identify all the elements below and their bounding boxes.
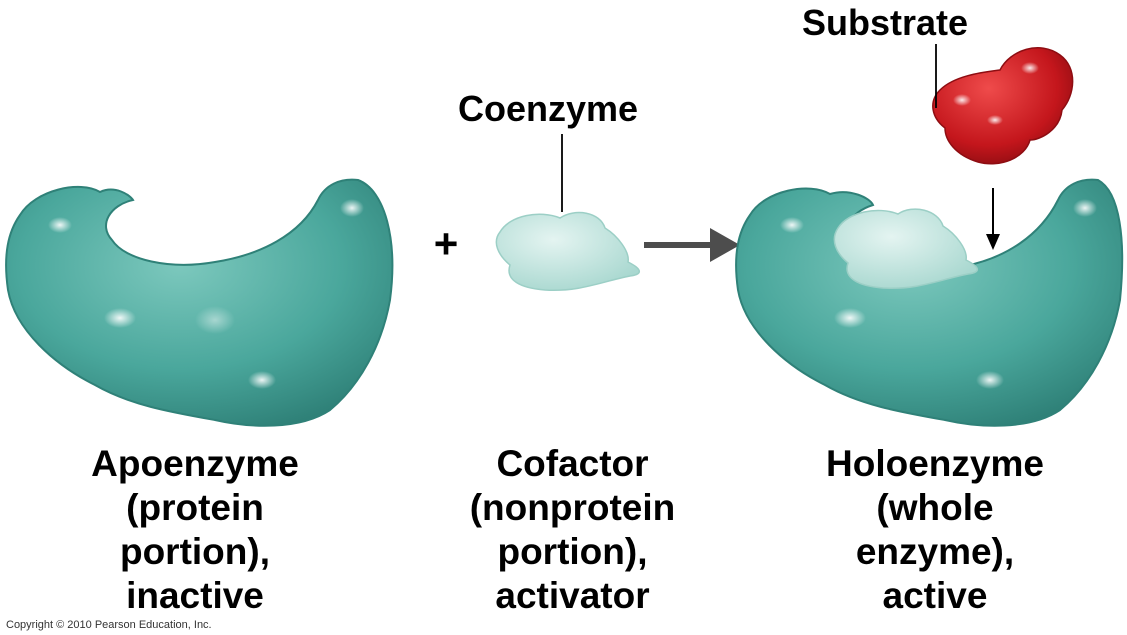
arrow-right-icon	[644, 228, 740, 262]
arrow-down-icon	[986, 188, 1000, 250]
holoenzyme-caption-line: (whole	[876, 487, 994, 528]
apoenzyme-caption-line: portion),	[119, 531, 270, 572]
holoenzyme-caption-line: enzyme),	[855, 531, 1015, 572]
holoenzyme-caption-line: Holoenzyme	[826, 443, 1044, 484]
coenzyme-label: Coenzyme	[458, 88, 639, 129]
apoenzyme-caption-line: Apoenzyme	[91, 443, 299, 484]
apoenzyme-caption-line: inactive	[126, 575, 264, 616]
cofactor-caption-line: portion),	[497, 531, 648, 572]
holoenzyme-caption: Holoenzyme (whole enzyme), active	[780, 442, 1090, 618]
holoenzyme-caption-line: active	[882, 575, 988, 616]
apoenzyme-caption-line: (protein	[126, 487, 264, 528]
substrate-icon	[932, 47, 1074, 165]
substrate-label: Substrate	[802, 2, 969, 43]
copyright-notice: Copyright © 2010 Pearson Education, Inc.	[6, 619, 212, 631]
apoenzyme-caption: Apoenzyme (protein portion), inactive	[40, 442, 350, 618]
holoenzyme-icon	[735, 178, 1124, 427]
cofactor-caption-line: Cofactor	[496, 443, 649, 484]
apoenzyme-icon	[5, 178, 394, 427]
cofactor-icon	[495, 211, 640, 292]
cofactor-caption-line: (nonprotein	[469, 487, 676, 528]
cofactor-caption-line: activator	[495, 575, 650, 616]
cofactor-caption: Cofactor (nonprotein portion), activator	[430, 442, 715, 618]
plus-sign: +	[434, 220, 459, 267]
